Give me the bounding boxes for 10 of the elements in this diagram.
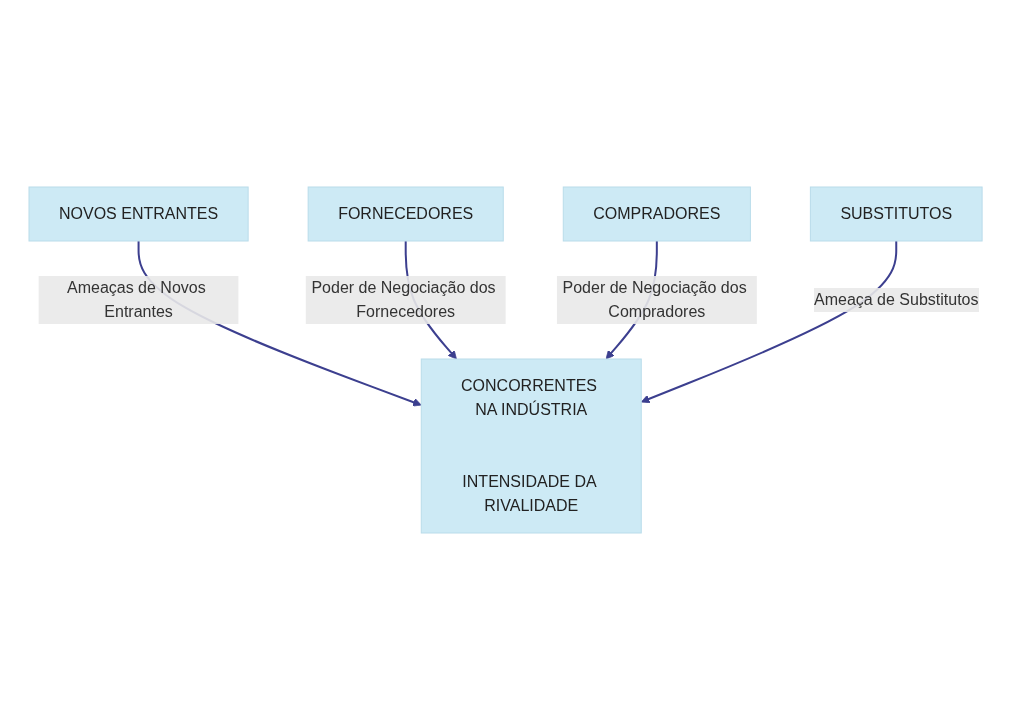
edge-label: Poder de Negociação dos Fornecedores (311, 279, 496, 320)
node-box: COMPRADORES (562, 186, 751, 242)
edge-label: Poder de Negociação dos Compradores (562, 279, 747, 320)
node-box: FORNECEDORES (307, 186, 504, 242)
arrow (640, 240, 898, 404)
node-box: SUBSTITUTOS (809, 186, 983, 242)
node-box: CONCORRENTES NA INDÚSTRIA INTENSIDADE DA RIVALIDADE (420, 358, 642, 534)
edge-label: Ameaças de Novos Entrantes (66, 279, 206, 320)
edge-label: Ameaça de Substitutos (813, 291, 979, 308)
node-box: NOVOS ENTRANTES (28, 186, 249, 242)
